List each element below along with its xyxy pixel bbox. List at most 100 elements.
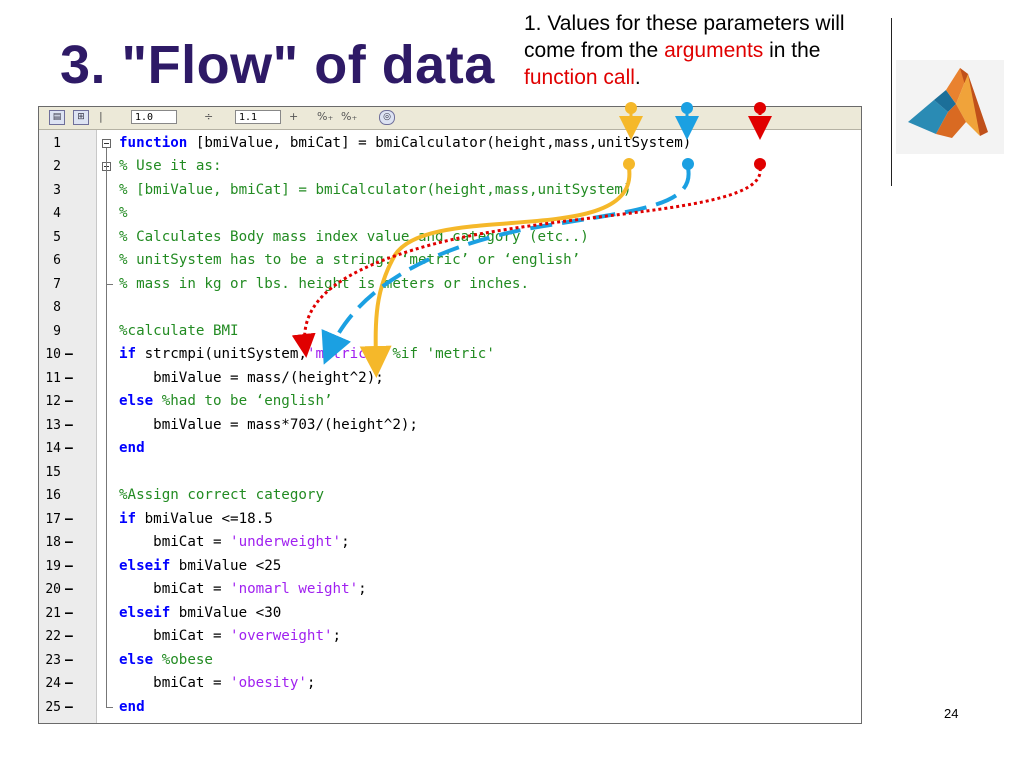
line-number: 3 [53, 182, 61, 198]
code-line[interactable]: 20– bmiCat = 'nomarl weight'; [39, 578, 861, 602]
code-token: % [119, 205, 128, 221]
editor-toolbar: ▤ ⊞ | 1.0 ÷ 1.1 + %₊ %₊ ◎ [39, 107, 861, 130]
code-line[interactable]: 19–elseif bmiValue <25 [39, 555, 861, 579]
code-token [153, 652, 162, 668]
code-line[interactable]: 24– bmiCat = 'obesity'; [39, 672, 861, 696]
code-text: end [119, 696, 145, 720]
breakpoint-marker[interactable]: – [65, 676, 73, 691]
divider-line [891, 18, 892, 186]
breakpoint-marker[interactable]: – [65, 441, 73, 456]
breakpoint-marker[interactable]: – [65, 605, 73, 621]
code-line[interactable]: 16%Assign correct category [39, 484, 861, 508]
code-line[interactable]: 22– bmiCat = 'overweight'; [39, 625, 861, 649]
code-token: bmiValue <=18.5 [136, 510, 273, 527]
breakpoint-marker[interactable]: – [65, 347, 73, 362]
increment-field[interactable]: 1.0 [131, 110, 177, 124]
code-line[interactable]: 5% Calculates Body mass index value and … [39, 226, 861, 250]
code-line[interactable]: 12–else %had to be ‘english’ [39, 390, 861, 414]
code-token: ; [306, 675, 316, 691]
insert-cell-icon[interactable]: %₊ [317, 110, 334, 123]
code-token: else [119, 393, 154, 409]
code-line[interactable]: 14–end [39, 437, 861, 461]
breakpoint-marker[interactable]: – [65, 629, 73, 644]
code-token: 'overweight' [230, 628, 333, 644]
line-number-gutter [39, 130, 97, 723]
code-token: 'obesity' [230, 675, 307, 691]
line-number: 21 [45, 605, 61, 621]
line-number: 19 [45, 558, 61, 574]
code-line[interactable]: 2 % Use it as: [39, 155, 861, 179]
breakpoint-marker[interactable]: – [65, 370, 73, 386]
code-line[interactable]: 13– bmiValue = mass*703/(height^2); [39, 414, 861, 438]
code-text: else %obese [119, 649, 213, 673]
code-token: else [119, 651, 154, 668]
code-token: bmiValue <30 [170, 604, 282, 621]
cell-options-icon[interactable]: ◎ [379, 110, 395, 125]
code-text: % Use it as: [119, 155, 222, 179]
line-number: 10 [45, 347, 61, 362]
code-line[interactable]: 23–else %obese [39, 649, 861, 673]
code-line[interactable]: 11– bmiValue = mass/(height^2); [39, 367, 861, 391]
breakpoint-marker[interactable]: – [65, 652, 73, 668]
code-token: bmiCat = [119, 581, 231, 597]
breakpoint-marker[interactable]: – [65, 394, 73, 409]
code-line[interactable]: 21–elseif bmiValue <30 [39, 602, 861, 626]
breakpoint-marker[interactable]: – [65, 558, 73, 574]
breakpoint-marker[interactable]: – [65, 699, 73, 715]
fold-toggle-icon[interactable] [102, 138, 111, 148]
line-number: 15 [45, 464, 61, 480]
divide-icon[interactable]: ÷ [204, 110, 214, 123]
page-number: 24 [944, 706, 959, 721]
code-line[interactable]: 15 [39, 461, 861, 485]
code-token: ) [375, 346, 393, 362]
annotation-arguments: arguments [664, 39, 764, 62]
code-text: %calculate BMI [119, 320, 239, 344]
code-text: bmiCat = 'overweight'; [119, 625, 341, 649]
code-token: % Calculates Body mass index value and c… [119, 228, 589, 245]
code-line[interactable]: 17–if bmiValue <=18.5 [39, 508, 861, 532]
code-token: end [119, 698, 145, 715]
code-token: ; [341, 534, 350, 550]
code-line[interactable]: 4% [39, 202, 861, 226]
code-token: [bmiValue, bmiCat] = bmiCalculator(heigh… [187, 134, 692, 151]
annotation-text: 1. Values for these parameters will come… [524, 10, 894, 91]
code-line[interactable]: 8 [39, 296, 861, 320]
breakpoint-marker[interactable]: – [65, 417, 73, 433]
line-number: 9 [53, 323, 61, 339]
code-line[interactable]: 10–if strcmpi(unitSystem,'metric') %if '… [39, 343, 861, 367]
code-token: % [bmiValue, bmiCat] = bmiCalculator(hei… [119, 181, 632, 198]
code-text: % mass in kg or lbs. height is meters or… [119, 273, 529, 297]
code-token: %Assign correct category [119, 487, 324, 503]
code-text: else %had to be ‘english’ [119, 390, 333, 414]
breakpoint-marker[interactable]: – [65, 511, 73, 527]
line-number: 24 [45, 676, 61, 691]
code-token: % unitSystem has to be a string: ‘metric… [119, 252, 581, 268]
insert-cell-dropdown-icon[interactable]: %₊ [341, 110, 358, 123]
eval-cell-icon[interactable]: ⊞ [73, 110, 89, 125]
code-token: bmiValue = mass/(height^2); [119, 369, 384, 386]
code-line[interactable]: 7% mass in kg or lbs. height is meters o… [39, 273, 861, 297]
annotation-part1: 1. Values for these parameters will come… [524, 12, 845, 62]
line-number: 2 [53, 159, 61, 174]
code-token: 'metric' [306, 346, 376, 362]
code-line[interactable]: 9 %calculate BMI [39, 320, 861, 344]
value-field[interactable]: 1.1 [235, 110, 281, 124]
code-token: %calculate BMI [119, 322, 239, 339]
multiply-plus-icon[interactable]: + [289, 110, 299, 123]
code-text: bmiCat = 'nomarl weight'; [119, 578, 367, 602]
line-number: 4 [53, 206, 61, 221]
code-text: % Calculates Body mass index value and c… [119, 226, 589, 250]
code-token: % mass in kg or lbs. height is meters or… [119, 275, 529, 292]
cell-mode-icon[interactable]: ▤ [49, 110, 65, 125]
breakpoint-marker[interactable]: – [65, 535, 73, 550]
code-line[interactable]: 25–end [39, 696, 861, 720]
code-line[interactable]: 18– bmiCat = 'underweight'; [39, 531, 861, 555]
code-token: % Use it as: [119, 158, 222, 174]
code-line[interactable]: 6% unitSystem has to be a string: ‘metri… [39, 249, 861, 273]
code-token: 'nomarl weight' [230, 581, 359, 597]
code-token: strcmpi(unitSystem, [136, 346, 307, 362]
breakpoint-marker[interactable]: – [65, 582, 73, 597]
code-line[interactable]: 3 % [bmiValue, bmiCat] = bmiCalculator(he… [39, 179, 861, 203]
